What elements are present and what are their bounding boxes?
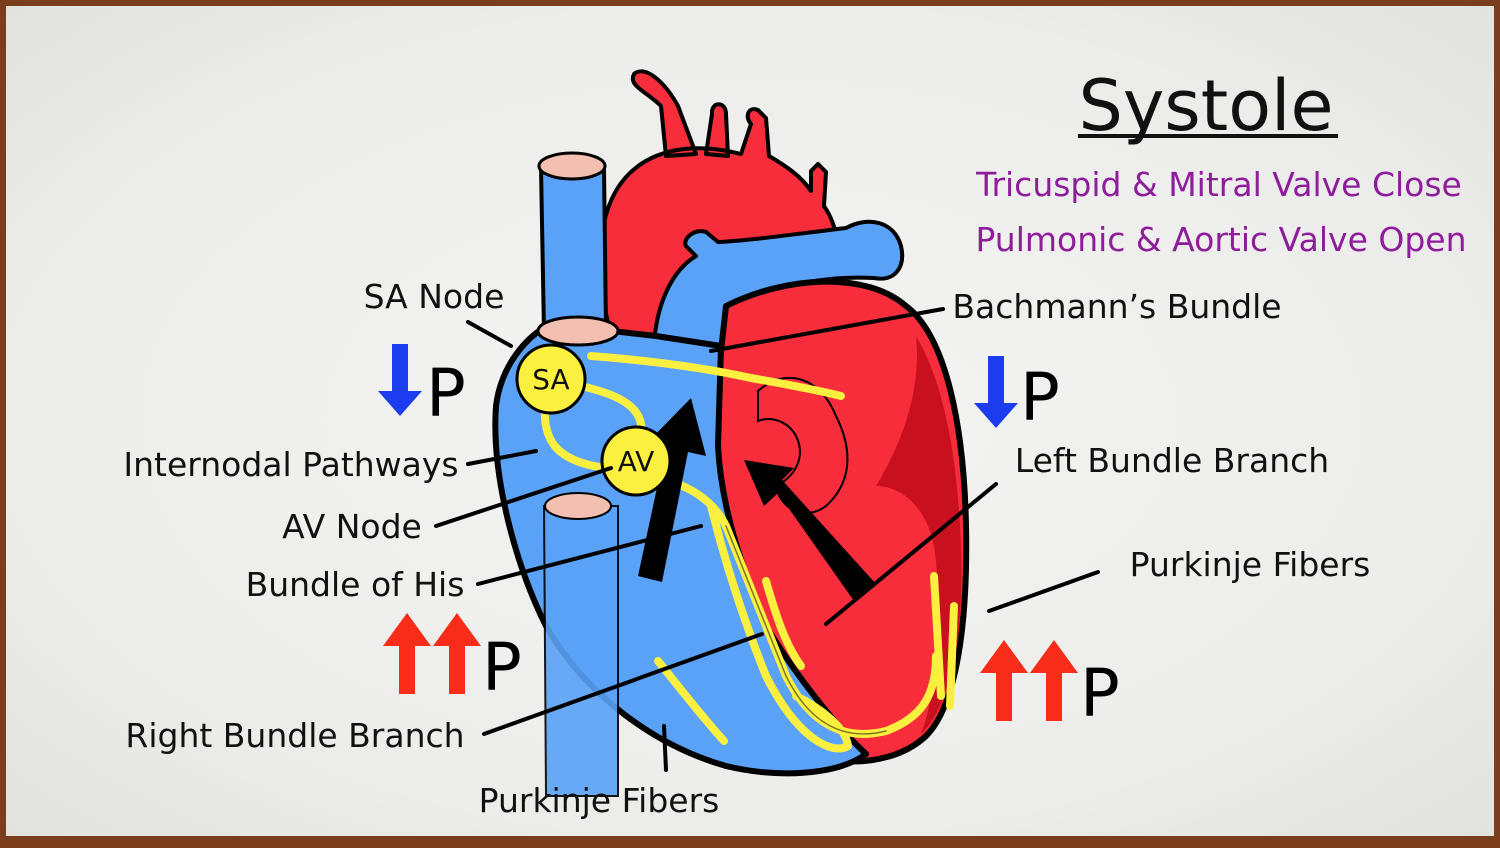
right-bundle-branch-path — [707, 502, 852, 753]
purkinje-fibers-right-strand — [930, 572, 945, 700]
down-arrow-icon — [974, 356, 1018, 428]
ventricular-pressure-right: P — [980, 640, 1120, 732]
label-internodal-pathways: Internodal Pathways — [123, 445, 458, 484]
purkinje-fibers-bottom-strand-2 — [762, 577, 805, 670]
superior-vena-cava-opening — [537, 151, 607, 181]
av-node-circle — [600, 425, 672, 497]
label-sa-node: SA Node — [364, 277, 505, 316]
subtitle-valves-open: Pulmonic & Aortic Valve Open — [975, 220, 1466, 259]
subtitle-valves-close: Tricuspid & Mitral Valve Close — [975, 165, 1462, 204]
label-right-bundle-branch: Right Bundle Branch — [125, 716, 464, 755]
leader-right-bundle — [482, 632, 764, 736]
pressure-symbol-ventricles-right: P — [1080, 655, 1120, 732]
av-node-text: AV — [618, 445, 655, 478]
slide-title: Systole — [1078, 65, 1333, 147]
coronary-sinus-opening — [544, 492, 612, 520]
conduction-pathway-outline — [725, 525, 887, 735]
up-arrow-icon — [980, 640, 1028, 721]
label-bachmanns-bundle: Bachmann’s Bundle — [952, 287, 1281, 326]
atrial-pressure-left: P — [378, 344, 466, 432]
label-av-node: AV Node — [282, 507, 422, 546]
atrial-pressure-right: P — [974, 356, 1060, 436]
leader-bachmann — [709, 307, 945, 353]
sa-node-circle — [515, 343, 587, 415]
leader-lines — [434, 307, 1100, 772]
leader-av-node — [434, 466, 613, 528]
up-arrow-icon — [383, 613, 431, 694]
purkinje-fibers-right-strand-2 — [946, 602, 958, 710]
bachmann-bundle-path — [587, 352, 845, 400]
label-left-bundle-branch: Left Bundle Branch — [1015, 441, 1329, 480]
leader-purkinje-right — [987, 570, 1100, 613]
title-underline — [1078, 134, 1338, 138]
pressure-symbol-atria-right: P — [1020, 359, 1060, 436]
leader-internodal — [466, 449, 538, 466]
superior-vena-cava — [538, 157, 609, 333]
down-arrow-icon — [378, 344, 422, 416]
leader-sa-node — [466, 320, 513, 348]
leader-purkinje-bottom — [662, 724, 668, 772]
heart-illustration: SA AV — [492, 69, 970, 797]
sa-node-text: SA — [532, 363, 569, 396]
heart-conduction-diagram: Systole Tricuspid & Mitral Valve Close P… — [123, 65, 1466, 820]
pressure-symbol-atria-left: P — [426, 355, 466, 432]
label-bundle-of-his: Bundle of His — [246, 565, 465, 604]
ventricular-pressure-left: P — [383, 613, 522, 706]
pressure-symbol-ventricles-left: P — [482, 629, 522, 706]
up-arrow-icon — [433, 613, 481, 694]
purkinje-fibers-bottom-strand — [654, 657, 728, 745]
up-arrow-icon — [1030, 640, 1078, 721]
leader-bundle-his — [476, 524, 703, 586]
label-purkinje-fibers-bottom: Purkinje Fibers — [479, 781, 720, 820]
leader-left-bundle — [824, 482, 998, 626]
label-purkinje-fibers-right: Purkinje Fibers — [1130, 545, 1371, 584]
right-atrium-opening — [536, 315, 620, 347]
ventricular-depolarization-arrow — [744, 460, 876, 601]
